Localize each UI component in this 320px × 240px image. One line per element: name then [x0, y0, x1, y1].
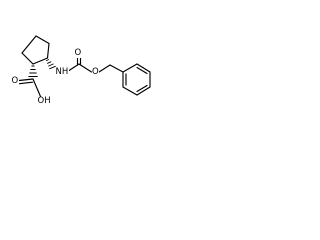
aromatic-double-bond-top	[136, 66, 148, 75]
acid-oxygen-label: O	[11, 76, 19, 86]
ring-bond-lower	[32, 57, 49, 65]
c-oh-bond	[32, 78, 42, 98]
ring-bond-left-upper	[21, 35, 37, 54]
molecule-drawing	[18, 35, 151, 98]
ring-bond-right-upper	[46, 42, 50, 59]
carboxylic-acid-group	[18, 78, 42, 98]
hashed-bond-to-carboxyl	[28, 65, 38, 77]
benzene-ring	[122, 63, 151, 96]
nh-label: NH	[55, 67, 69, 77]
cyclopentane-ring	[21, 35, 50, 65]
ester-oxygen-label: O	[91, 67, 100, 77]
c-o-ester-bond	[78, 63, 93, 73]
hashed-bond-to-nh	[45, 59, 56, 70]
carbamate-group	[65, 56, 124, 74]
ring-bond-top	[35, 35, 50, 45]
aromatic-double-bond-bottom	[136, 84, 148, 93]
o-ch2-bond	[98, 64, 111, 73]
structure-canvas: NH O O OH O	[0, 0, 152, 152]
c-o-double-bond-a	[18, 78, 34, 82]
c-o-double-bond-b	[18, 81, 34, 85]
ring-bond-left-lower	[21, 52, 34, 65]
carbonyl-oxygen-label: O	[74, 47, 82, 58]
ch2-phenyl-bond	[109, 64, 124, 73]
hydroxyl-label: OH	[37, 95, 52, 106]
